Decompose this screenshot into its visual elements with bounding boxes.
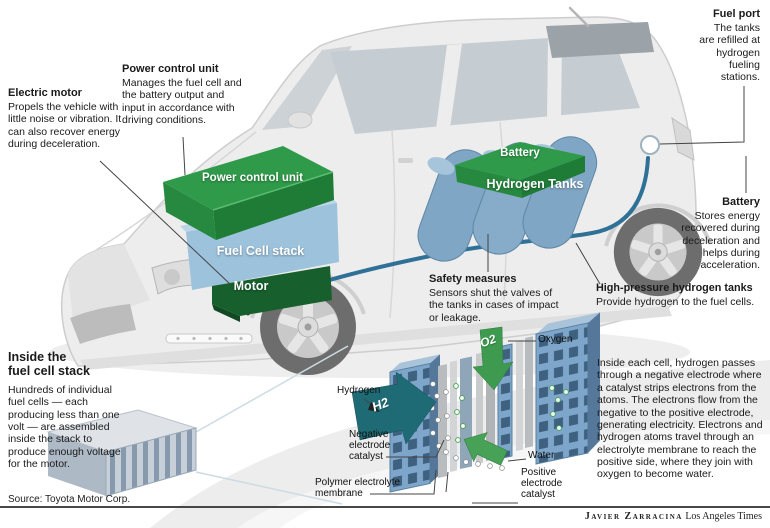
- leader-lines: [99, 86, 747, 504]
- mini-stack: [46, 345, 349, 505]
- h2-arrow: [351, 371, 437, 445]
- annotation-body: Propels the vehicle with little noise or…: [8, 100, 122, 151]
- electron-particles: [453, 383, 569, 443]
- o2-arrow: [472, 326, 514, 391]
- label-positive-catalyst: Positive electrode catalyst: [521, 467, 563, 501]
- annotation-battery: Battery Stores energy recovered during d…: [668, 196, 760, 272]
- sunroof: [546, 22, 654, 58]
- power-control-unit-box: [163, 146, 334, 240]
- antenna-icon: [568, 6, 590, 28]
- rear-wheel: [613, 207, 703, 297]
- annotation-body: Stores energy recovered during decelerat…: [681, 209, 760, 272]
- mirror-icon: [287, 111, 313, 129]
- label-oxygen: Oxygen: [538, 334, 573, 345]
- annotation-title: Safety measures: [429, 273, 517, 285]
- label-membrane: Polymer electrolyte membrane: [315, 477, 401, 500]
- side-windows: [330, 34, 640, 134]
- annotation-body: Inside each cell, hydrogen passes throug…: [597, 357, 763, 481]
- hydrogen-pointer-icon: [368, 402, 380, 412]
- annotation-title: High-pressure hydrogen tanks: [596, 282, 753, 294]
- label-power-control-unit: Power control unit: [202, 172, 303, 184]
- annotation-body: The tanks are refilled at hydrogen fueli…: [699, 21, 760, 84]
- annotation-title: Power control unit: [122, 63, 219, 75]
- annotation-body: Sensors shut the valves of the tanks in …: [429, 286, 559, 324]
- water-arrow: [463, 432, 508, 466]
- label-hydrogen: Hydrogen: [337, 385, 381, 396]
- annotation-fuel-port: Fuel port The tanks are refilled at hydr…: [696, 8, 760, 84]
- label-motor: Motor: [233, 279, 269, 293]
- motor-box: [212, 266, 332, 322]
- annotation-title: Inside the fuel cell stack: [8, 350, 90, 379]
- byline-name: Javier Zarracina: [584, 511, 683, 522]
- rear-lamp-icon: [671, 116, 695, 161]
- fuel-cell-exploded-view: [351, 312, 600, 493]
- footer-rule: [0, 506, 770, 508]
- annotation-cell-process: Inside each cell, hydrogen passes throug…: [597, 357, 767, 481]
- byline-org: Los Angeles Times: [685, 511, 762, 522]
- annotation-high-pressure-tanks: High-pressure hydrogen tanks Provide hyd…: [596, 282, 768, 308]
- annotation-title: Fuel port: [712, 8, 760, 20]
- annotation-body: Manages the fuel cell and the battery ou…: [122, 76, 242, 127]
- fuel-port-circle: [640, 135, 660, 155]
- annotation-power-control-unit: Power control unit Manages the fuel cell…: [122, 63, 244, 126]
- annotation-electric-motor: Electric motor Propels the vehicle with …: [8, 87, 122, 150]
- hydrogen-molecules: [429, 381, 505, 471]
- led-strip-icon: [165, 333, 253, 344]
- label-hydrogen-tanks: Hydrogen Tanks: [486, 177, 584, 191]
- annotation-title: Battery: [722, 196, 760, 208]
- windows: [262, 6, 654, 319]
- label-battery: Battery: [500, 147, 540, 159]
- annotation-body: Hundreds of individual fuel cells — each…: [8, 383, 121, 470]
- windshield: [262, 46, 352, 130]
- battery-box: [455, 142, 585, 198]
- annotation-inside-stack: Inside the fuel cell stack Hundreds of i…: [8, 350, 130, 470]
- annotation-body: Provide hydrogen to the fuel cells.: [596, 295, 755, 308]
- label-negative-catalyst: Negative electrode catalyst: [349, 429, 391, 463]
- label-fuel-cell-stack: Fuel Cell stack: [216, 244, 305, 258]
- label-water: Water: [528, 450, 555, 461]
- byline: Javier Zarracina Los Angeles Times: [585, 511, 762, 522]
- annotation-title: Electric motor: [8, 87, 82, 99]
- annotation-safety-measures: Safety measures Sensors shut the valves …: [429, 273, 565, 324]
- source-credit: Source: Toyota Motor Corp.: [8, 494, 131, 505]
